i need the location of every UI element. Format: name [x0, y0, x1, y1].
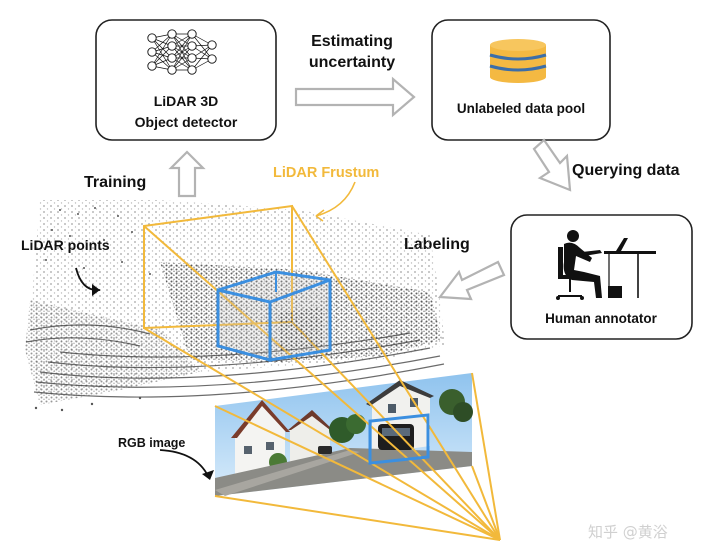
bounding-box-3d: [216, 270, 332, 362]
querying-label: Querying data: [572, 162, 680, 179]
detector-box: LiDAR 3D Object detector: [95, 19, 277, 141]
rgb-image-pointer: [159, 449, 209, 477]
lidar-frustum: [143, 181, 501, 541]
pool-label: Unlabeled data pool: [457, 101, 585, 116]
bounding-box-2d: [368, 413, 430, 465]
pool-box: Unlabeled data pool: [431, 19, 611, 141]
training-label: Training: [84, 174, 146, 191]
querying-arrow: [532, 138, 572, 192]
database-icon: [489, 39, 547, 83]
detector-label-line1: LiDAR 3D: [154, 93, 219, 109]
lidar-point-cloud: [25, 200, 445, 412]
watermark: 知乎 @黄浴: [588, 523, 668, 541]
human-at-desk-icon: [556, 230, 656, 300]
estimating-arrow: [294, 76, 416, 118]
estimating-label-line2: uncertainty: [309, 54, 395, 71]
labeling-arrow: [437, 260, 506, 301]
rgb-image-label: RGB image: [118, 436, 185, 450]
annotator-box: Human annotator: [510, 214, 693, 340]
neural-network-icon: [147, 29, 217, 75]
lidar-points-label: LiDAR points: [21, 237, 110, 253]
annotator-label: Human annotator: [545, 311, 657, 326]
detector-label-line2: Object detector: [135, 114, 238, 130]
estimating-label-line1: Estimating: [311, 33, 393, 50]
training-arrow: [168, 150, 206, 198]
frustum-label: LiDAR Frustum: [273, 165, 379, 181]
